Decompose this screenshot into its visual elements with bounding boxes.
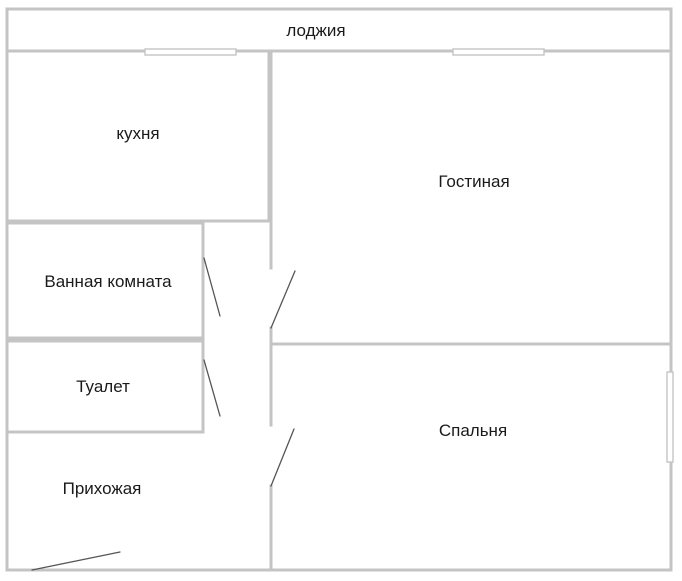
kitchen-window — [144, 48, 237, 56]
kitchen-label: кухня — [116, 124, 159, 143]
bedroom-door — [270, 428, 295, 487]
bathroom-door — [203, 257, 221, 317]
living-room-door — [270, 270, 296, 329]
bedroom-label: Спальня — [439, 421, 507, 440]
toilet-door — [203, 359, 221, 417]
bedroom-window — [666, 371, 674, 463]
loggia-label: лоджия — [286, 21, 345, 40]
living-room-label: Гостиная — [438, 172, 509, 191]
hallway-label: Прихожая — [63, 479, 142, 498]
bathroom-label: Ванная комната — [44, 272, 172, 291]
toilet-label: Туалет — [76, 377, 130, 396]
living-room-window — [452, 48, 545, 56]
entrance-door — [31, 551, 121, 571]
outer-wall — [5, 7, 673, 572]
